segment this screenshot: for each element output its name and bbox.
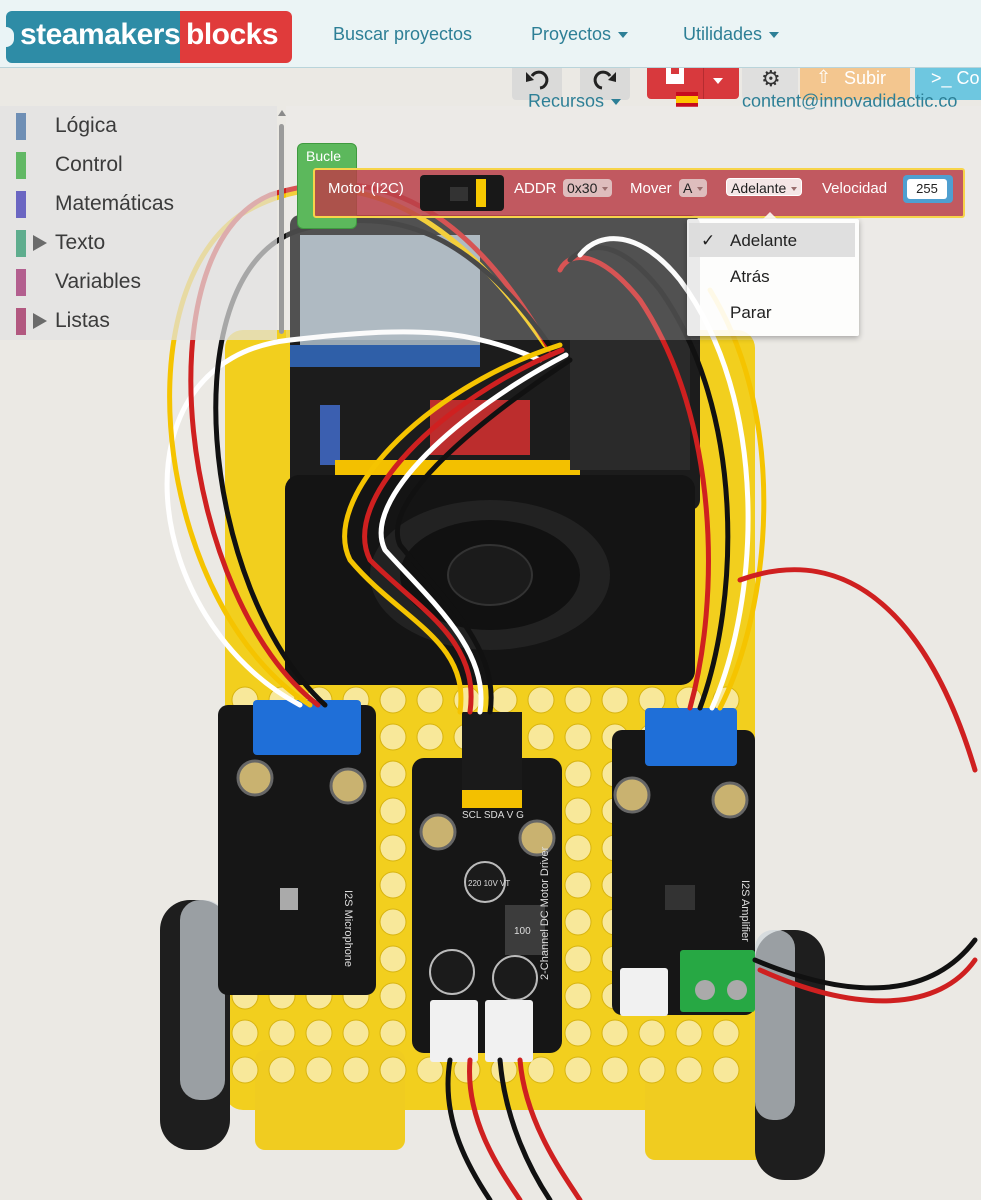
module-left-label: I2S Microphone bbox=[342, 890, 354, 967]
console-label: >_ Co bbox=[931, 68, 980, 88]
nav-utilities-menu[interactable]: Utilidades bbox=[683, 24, 780, 45]
chevron-down-icon bbox=[618, 32, 629, 39]
category-matematicas[interactable]: Matemáticas bbox=[0, 187, 270, 219]
toolbox-scrollbar[interactable] bbox=[277, 108, 286, 340]
save-options-chevron-icon[interactable] bbox=[713, 78, 723, 84]
category-listas[interactable]: Listas bbox=[0, 304, 270, 336]
settings-button[interactable]: ⚙ bbox=[742, 66, 798, 100]
upload-label: Subir bbox=[844, 68, 887, 88]
addr-dropdown[interactable]: 0x30 bbox=[563, 179, 613, 197]
scroll-up-icon[interactable] bbox=[278, 110, 286, 116]
category-logica[interactable]: Lógica bbox=[0, 109, 270, 141]
motor-select-dropdown[interactable]: A bbox=[679, 179, 708, 197]
motor-select-value: A bbox=[683, 180, 693, 196]
save-icon bbox=[666, 68, 684, 84]
module-center-label: 2-Channel DC Motor Driver bbox=[539, 846, 551, 980]
module-center-pins: SCL SDA V G bbox=[462, 810, 524, 821]
direction-dropdown[interactable]: Adelante bbox=[726, 178, 803, 196]
category-label: Variables bbox=[55, 270, 141, 293]
spain-flag-icon[interactable] bbox=[676, 92, 698, 107]
user-email[interactable]: content@innovadidactic.co bbox=[742, 91, 958, 111]
direction-value: Adelante bbox=[731, 180, 787, 196]
redo-button[interactable] bbox=[580, 68, 630, 100]
menu-item-label: Adelante bbox=[730, 231, 798, 250]
undo-button[interactable] bbox=[512, 68, 562, 100]
loop-block-label: Bucle bbox=[306, 148, 342, 164]
check-icon: ✓ bbox=[701, 231, 716, 250]
category-color-swatch bbox=[16, 269, 26, 296]
logo-text-blocks: blocks bbox=[186, 18, 279, 51]
category-color-swatch bbox=[16, 191, 26, 218]
dropdown-arrow-icon bbox=[791, 187, 798, 192]
menu-item-label: Atrás bbox=[730, 267, 770, 286]
resources-menu[interactable]: Recursos bbox=[528, 91, 622, 112]
resources-label: Recursos bbox=[528, 91, 605, 111]
category-texto[interactable]: Texto bbox=[0, 226, 270, 258]
chevron-down-icon bbox=[769, 32, 780, 39]
nav-projects-menu[interactable]: Proyectos bbox=[531, 24, 629, 45]
upload-button[interactable]: ⇧ Subir bbox=[800, 67, 910, 100]
menu-item-adelante[interactable]: ✓ Adelante bbox=[689, 223, 855, 257]
blockly-workspace[interactable] bbox=[286, 106, 981, 340]
direction-dropdown-menu: ✓ Adelante Atrás Parar bbox=[687, 219, 859, 336]
category-label: Control bbox=[55, 153, 123, 176]
inductor-label: 100 bbox=[514, 926, 531, 937]
nav-projects-label: Proyectos bbox=[531, 24, 612, 44]
console-button[interactable]: >_ Co bbox=[915, 68, 981, 100]
motor-block-label: Motor (I2C) bbox=[328, 180, 404, 197]
speed-label: Velocidad bbox=[822, 180, 888, 197]
motor-i2c-block[interactable]: Motor (I2C) ADDR 0x30 Mover A Adelante V… bbox=[313, 168, 965, 218]
addr-label: ADDR bbox=[514, 180, 557, 197]
scroll-thumb[interactable] bbox=[279, 124, 284, 334]
dropdown-arrow-icon bbox=[602, 187, 609, 192]
category-color-swatch bbox=[16, 230, 26, 257]
category-toolbox: Lógica Control Matemáticas Texto Variabl… bbox=[0, 106, 277, 340]
menu-item-parar[interactable]: Parar bbox=[687, 295, 859, 329]
category-color-swatch bbox=[16, 308, 26, 335]
dropdown-pointer bbox=[762, 212, 778, 220]
redo-icon bbox=[593, 70, 616, 90]
gear-icon: ⚙ bbox=[761, 66, 781, 91]
top-navbar: steamakers blocks Buscar proyectos Proye… bbox=[0, 0, 981, 68]
menu-item-atras[interactable]: Atrás bbox=[687, 259, 859, 293]
move-label: Mover bbox=[630, 180, 672, 197]
module-right-label: I2S Amplifier bbox=[739, 880, 751, 942]
logo-text-steamakers: steamakers bbox=[20, 18, 181, 51]
speed-input[interactable]: 255 bbox=[907, 179, 947, 199]
capacitor-label: 220 10V VT bbox=[468, 879, 510, 888]
upload-icon: ⇧ bbox=[816, 67, 832, 87]
motor-driver-thumbnail bbox=[420, 175, 504, 211]
category-color-swatch bbox=[16, 113, 26, 140]
category-color-swatch bbox=[16, 152, 26, 179]
category-label: Lógica bbox=[55, 114, 117, 137]
undo-icon bbox=[526, 70, 549, 90]
category-variables[interactable]: Variables bbox=[0, 265, 270, 297]
category-label: Matemáticas bbox=[55, 192, 175, 215]
steamakers-blocks-logo[interactable]: steamakers blocks bbox=[0, 11, 292, 63]
expand-arrow-icon[interactable] bbox=[33, 235, 47, 251]
dropdown-arrow-icon bbox=[697, 187, 704, 192]
nav-utilities-label: Utilidades bbox=[683, 24, 763, 44]
category-label: Texto bbox=[55, 231, 106, 254]
speed-number-block[interactable]: 255 bbox=[903, 175, 953, 203]
nav-search-projects[interactable]: Buscar proyectos bbox=[333, 24, 473, 44]
chevron-down-icon bbox=[611, 99, 622, 106]
expand-arrow-icon[interactable] bbox=[33, 313, 47, 329]
category-control[interactable]: Control bbox=[0, 148, 270, 180]
category-label: Listas bbox=[55, 309, 110, 332]
addr-value: 0x30 bbox=[567, 180, 598, 196]
menu-item-label: Parar bbox=[730, 303, 772, 322]
